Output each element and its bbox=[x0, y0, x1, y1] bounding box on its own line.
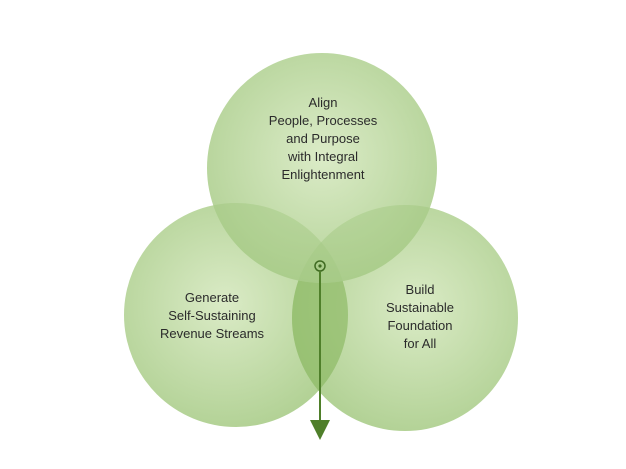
circle-right-line-2: Sustainable bbox=[386, 300, 454, 315]
circle-right-line-1: Build bbox=[405, 282, 435, 297]
circle-top-line-4: with Integral bbox=[287, 149, 359, 164]
circle-top-label: Align People, Processes and Purpose with… bbox=[218, 94, 428, 184]
center-marker-dot bbox=[318, 264, 322, 268]
circle-top-line-3: and Purpose bbox=[286, 131, 360, 146]
circle-top-line-2: People, Processes bbox=[268, 113, 378, 128]
circle-left-line-3: Revenue Streams bbox=[159, 326, 265, 341]
circle-right-line-4: for All bbox=[403, 336, 437, 351]
circle-left-line-2: Self-Sustaining bbox=[168, 308, 256, 323]
circle-top-line-5: Enlightenment bbox=[281, 167, 365, 182]
overlap-top-right bbox=[292, 205, 437, 283]
circle-left-line-1: Generate bbox=[184, 290, 240, 305]
circle-right-label: Build Sustainable Foundation for All bbox=[352, 281, 488, 353]
circle-left-label: Generate Self-Sustaining Revenue Streams bbox=[124, 289, 300, 343]
overlap-top-left bbox=[207, 203, 348, 283]
circle-top bbox=[207, 53, 437, 283]
circle-top-line-1: Align bbox=[308, 95, 338, 110]
circle-right-line-3: Foundation bbox=[387, 318, 453, 333]
